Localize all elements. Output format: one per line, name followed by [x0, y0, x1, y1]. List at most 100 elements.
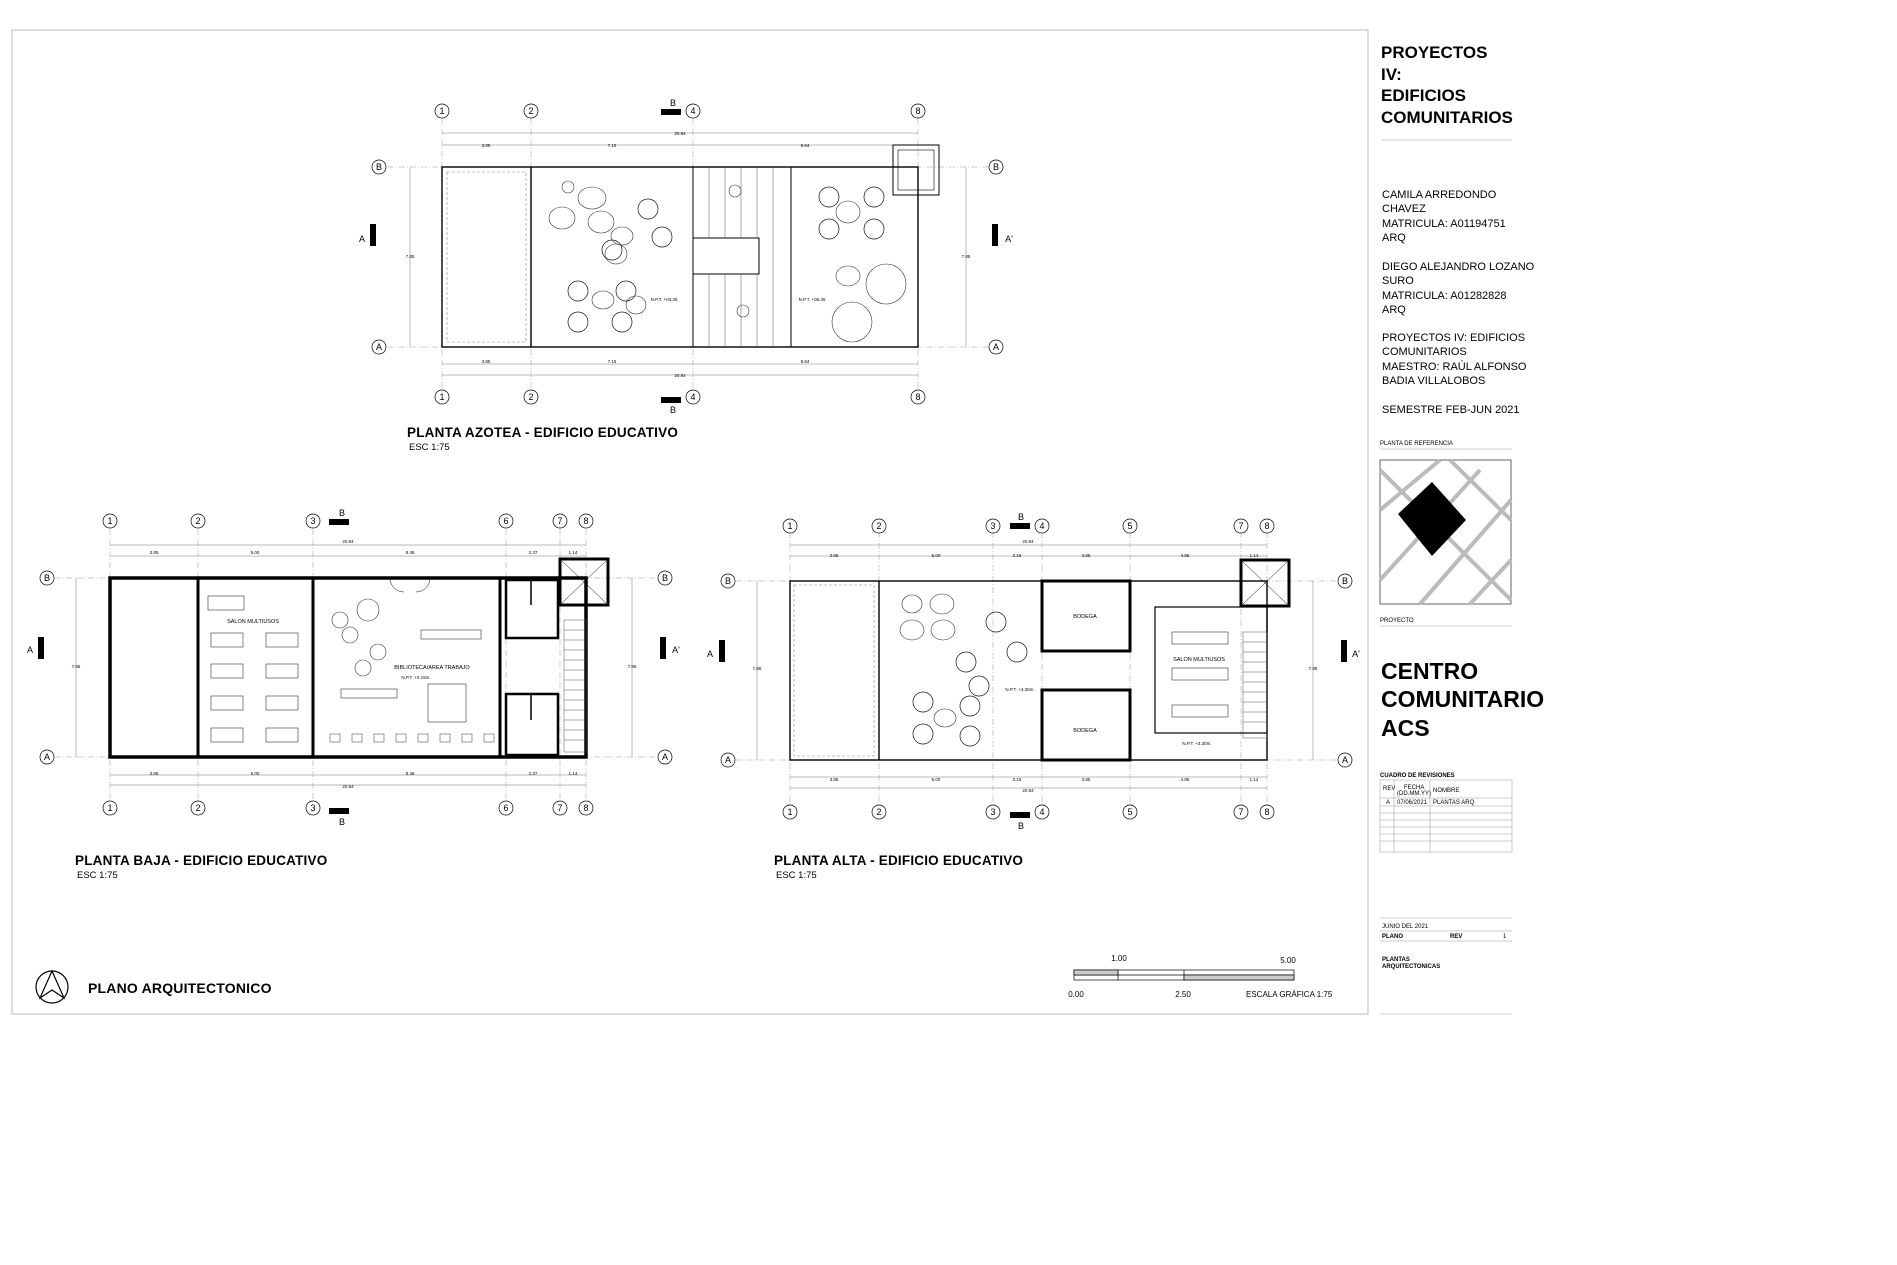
revision-cell: PLANTAS ARQ [1433, 800, 1475, 806]
grid-label: 3 [310, 803, 315, 813]
room-label: SALON MULTIUSOS [227, 619, 279, 625]
dimension-text: 8.48 [406, 771, 415, 776]
rev-value: 1 [1503, 934, 1507, 940]
sheet-frame [11, 29, 1369, 1015]
dimension-text: 20.84 [1022, 788, 1034, 793]
author-line: ARQ [1382, 304, 1406, 316]
dimension-text: 2.15 [1013, 777, 1022, 782]
course-title-line: PROYECTOS [1381, 43, 1487, 62]
revisions-header: REV [1383, 786, 1395, 792]
level-text: N.P.T. +3.30m. [1182, 741, 1211, 746]
dimension-text: 3.85 [1082, 553, 1091, 558]
dimension-text: 7.85 [753, 666, 762, 671]
rev-label: REV [1450, 934, 1462, 940]
plan-baja-scale: ESC 1:75 [77, 870, 118, 881]
scale-bar-label: 2.50 [1175, 990, 1191, 999]
grid-label: 2 [876, 807, 881, 817]
author-line: CAMILA ARREDONDO [1382, 189, 1497, 201]
section-label: A' [1005, 234, 1013, 244]
grid-label: 3 [990, 521, 995, 531]
dimension-text: 1.14 [569, 771, 578, 776]
grid-label: 1 [439, 106, 444, 116]
grid-label: 3 [990, 807, 995, 817]
scale-bar-caption: ESCALA GRÁFICA 1:75 [1246, 990, 1333, 999]
dimension-text: 20.84 [674, 131, 686, 136]
dimension-text: 8.48 [406, 550, 415, 555]
title-block: PROYECTOS IV: EDIFICIOS COMUNITARIOS CAM… [1378, 43, 1544, 1015]
section-label: A' [1352, 649, 1360, 659]
dimension-text: 3.85 [830, 553, 839, 558]
dimension-text: 1.14 [569, 550, 578, 555]
author-line: DIEGO ALEJANDRO LOZANO [1382, 261, 1535, 273]
grid-label: 8 [915, 392, 920, 402]
dimension-text: 7.85 [962, 254, 971, 259]
plan-baja-labels: 1 2 3 6 7 8 1 2 3 6 7 8 B A B A B B A A'… [27, 508, 680, 827]
course-info-line: BADIA VILLALOBOS [1382, 375, 1485, 387]
dimension-text: 9.84 [801, 359, 810, 364]
grid-label: 7 [557, 516, 562, 526]
dimension-text: 3.85 [830, 777, 839, 782]
course-info-line: COMUNITARIOS [1382, 346, 1467, 358]
revision-cell: 07/06/2021 [1397, 800, 1428, 806]
project-name-line: COMUNITARIO [1381, 686, 1544, 712]
plan-alta-title: PLANTA ALTA - EDIFICIO EDUCATIVO [774, 853, 1023, 868]
grid-label: 2 [528, 106, 533, 116]
plan-baja-title: PLANTA BAJA - EDIFICIO EDUCATIVO [75, 853, 327, 868]
grid-label: 8 [1264, 521, 1269, 531]
grid-label: 1 [107, 803, 112, 813]
grid-label: 7 [1238, 807, 1243, 817]
reference-label: PLANTA DE REFERENCIA [1380, 441, 1453, 447]
plan-alta-scale: ESC 1:75 [776, 870, 817, 881]
grid-label: 1 [439, 392, 444, 402]
section-label: B [1018, 512, 1024, 522]
grid-label: 8 [1264, 807, 1269, 817]
level-text: N.P.T. +06.30 [799, 297, 826, 302]
dimension-text: 2.37 [529, 771, 538, 776]
course-title-line: IV: [1381, 65, 1402, 84]
project-name-line: CENTRO [1381, 658, 1478, 684]
plan-azotea-scale: ESC 1:75 [409, 442, 450, 453]
dimension-text: 3.85 [482, 143, 491, 148]
project-label: PROYECTO [1380, 618, 1414, 624]
revisions-label: CUADRO DE REVISIONES [1380, 773, 1455, 779]
section-label: B [670, 98, 676, 108]
grid-label: B [376, 162, 382, 172]
plan-alta-labels: 1 2 3 4 5 7 8 1 2 3 4 5 7 8 B A B A B B … [707, 512, 1360, 831]
section-label: A' [672, 645, 680, 655]
dimension-text: 7.85 [628, 664, 637, 669]
course-info-line: PROYECTOS IV: EDIFICIOS [1382, 332, 1525, 344]
grid-label: B [725, 576, 731, 586]
author-line: MATRICULA: A01194751 [1382, 218, 1506, 230]
grid-label: 8 [915, 106, 920, 116]
grid-label: B [44, 573, 50, 583]
drawing-date: JUNIO DEL 2021 [1382, 924, 1429, 930]
dimension-text: 3.85 [1082, 777, 1091, 782]
section-label: A [359, 234, 365, 244]
course-title-line: EDIFICIOS [1381, 86, 1466, 105]
dimension-text: 4.85 [1181, 553, 1190, 558]
grid-label: 4 [1039, 521, 1044, 531]
room-label: BODEGA [1073, 728, 1097, 734]
dimension-text: 2.37 [529, 550, 538, 555]
grid-label: 2 [876, 521, 881, 531]
dimension-text: 1.14 [1250, 777, 1259, 782]
dimension-text: 5.00 [932, 777, 941, 782]
room-label: BIBLIOTECA/AREA TRABAJO [394, 665, 470, 671]
level-text: N.P.T. +0.15m. [401, 675, 430, 680]
plan-azotea-labels: 1 2 4 8 1 2 4 8 B A B A B B A A' 3.85 7.… [359, 98, 1013, 415]
dimension-text: 20.84 [674, 373, 686, 378]
grid-label: 4 [690, 392, 695, 402]
plan-baja [38, 513, 673, 816]
section-label: A [27, 645, 33, 655]
grid-label: A [1342, 755, 1348, 765]
grid-label: 1 [787, 807, 792, 817]
dimension-text: 3.85 [150, 550, 159, 555]
author-line: SURO [1382, 275, 1414, 287]
grid-label: A [725, 755, 731, 765]
revisions-table [1379, 779, 1513, 853]
dimension-text: 5.00 [251, 771, 260, 776]
section-label: B [1018, 821, 1024, 831]
tree-symbols [912, 611, 1028, 747]
dimension-text: 1.14 [1250, 553, 1259, 558]
dimension-text: 20.84 [342, 539, 354, 544]
